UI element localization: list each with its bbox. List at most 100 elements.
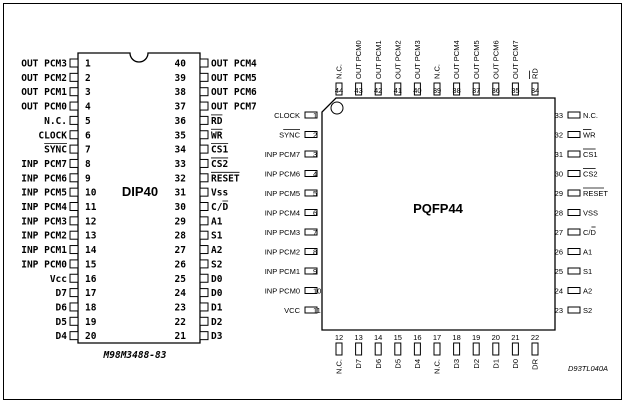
- dip40-pin-36-name: RD: [211, 116, 223, 127]
- dip40-pin-26-name: S2: [211, 259, 222, 270]
- pqfp44-pin-19-lead: [472, 342, 480, 356]
- dip40-pin-7-name: SYNC: [44, 145, 67, 156]
- pqfp44-pin-28-lead: [567, 209, 581, 216]
- pqfp44-pin-3-name: INP PCM7: [265, 150, 300, 159]
- dip40-pin-23-number: 23: [175, 302, 187, 313]
- dip40-pin-19-number: 19: [85, 317, 97, 328]
- pqfp44-pin-8-name: INP PCM2: [265, 248, 300, 257]
- dip40-pin-4-name: OUT PCM0: [21, 102, 67, 113]
- dip40-pin-13-name: INP PCM2: [21, 231, 67, 242]
- pqfp44-pin-33-name: N.C.: [583, 111, 598, 120]
- pqfp44-pin-20-name: D1: [491, 359, 500, 369]
- dip40-pin-8-lead: [69, 158, 79, 168]
- pqfp44-pin-17-lead: [433, 342, 441, 356]
- pqfp44-pin-41-lead: [394, 82, 402, 96]
- pqfp44-pin-37-lead: [472, 82, 480, 96]
- dip40-pin-28-name: S1: [211, 231, 223, 242]
- dip40-pin-9-lead: [69, 173, 79, 183]
- pqfp44-pin-20-lead: [492, 342, 500, 356]
- dip40-pin-12-lead: [69, 216, 79, 226]
- pqfp44-pin-42-name: OUT PCM1: [374, 40, 383, 79]
- pqfp44-pin-2-number: 2: [313, 131, 317, 140]
- dip40-pin-13-number: 13: [85, 231, 97, 242]
- dip40-pin-33-name: CS2: [211, 159, 228, 170]
- dip40-pin-18-name: D6: [56, 302, 68, 313]
- pqfp44-pin-5-name: INP PCM5: [265, 189, 300, 198]
- pqfp44-body: [321, 97, 556, 331]
- dip40-pin-28-number: 28: [175, 231, 187, 242]
- pqfp44-pin-3-number: 3: [313, 150, 317, 159]
- pqfp44-pin-15-name: D5: [393, 359, 402, 369]
- dip40-pin-3-number: 3: [85, 87, 91, 98]
- pqfp44-pin-11-name: VCC: [284, 306, 300, 315]
- dip40-pin-27-lead: [199, 245, 209, 255]
- dip40-pin-21-name: D3: [211, 331, 223, 342]
- pqfp44-pin-35-lead: [511, 82, 519, 96]
- pqfp44-chip-label: PQFP44: [413, 201, 464, 216]
- dip40-pin-37-lead: [199, 101, 209, 111]
- dip40-pin-20-lead: [69, 331, 79, 341]
- dip40-pin-34-lead: [199, 144, 209, 154]
- dip40-pin-36-number: 36: [175, 116, 187, 127]
- pqfp44-pin-12-name: N.C.: [335, 359, 344, 374]
- pin1-marker-dot: [330, 101, 344, 115]
- pqfp44-pin-25-lead: [567, 267, 581, 275]
- dip40-pin-31-number: 31: [175, 188, 187, 199]
- pqfp44-pin-35-number: 35: [511, 86, 519, 95]
- dip40-pin-10-name: INP PCM5: [21, 188, 67, 199]
- pqfp44-pin-30-name: CS2: [583, 170, 598, 179]
- dip40-pin-38-number: 38: [175, 87, 187, 98]
- pqfp44-pin-18-lead: [453, 342, 461, 356]
- dip40-pin-19-lead: [69, 316, 79, 326]
- dip40-pin-9-number: 9: [85, 173, 91, 184]
- pqfp44-pin-22-name: DR: [531, 358, 540, 369]
- dip40-pin-36-lead: [199, 115, 209, 125]
- pqfp44-pin-4-number: 4: [313, 170, 317, 179]
- pqfp44-pin-5-number: 5: [313, 189, 317, 198]
- dip40-pin-12-number: 12: [85, 216, 96, 227]
- dip40-pin-12-name: INP PCM3: [21, 216, 67, 227]
- pqfp44-pin-26-number: 26: [555, 248, 563, 257]
- pqfp44-pin-11-number: 11: [313, 306, 321, 315]
- dip40-pin-5-name: N.C.: [44, 116, 67, 127]
- pqfp44-pin-15-lead: [394, 342, 402, 356]
- dip40-part-code: M98M3488-83: [103, 350, 167, 361]
- pqfp44-pin-32-lead: [567, 131, 581, 138]
- pqfp44-pin-15-number: 15: [394, 333, 402, 342]
- pqfp44-pin-17-number: 17: [433, 333, 441, 342]
- pqfp44-pin-11-lead: [304, 306, 318, 314]
- pqfp44-pin-4-lead: [304, 170, 318, 177]
- pqfp44-pin-25-number: 25: [555, 267, 563, 276]
- pqfp44-pin-21-name: D0: [511, 359, 520, 369]
- dip40-pin-23-name: D1: [211, 302, 223, 313]
- dip40-pin-22-number: 22: [175, 317, 186, 328]
- pqfp44-pin-43-number: 43: [354, 86, 362, 95]
- dip40-pin-20-number: 20: [85, 331, 97, 342]
- pqfp44-pin-24-lead: [567, 287, 581, 294]
- dip40-pin-1-name: OUT PCM3: [21, 59, 67, 70]
- pqfp44-pin-28-name: VSS: [583, 209, 598, 218]
- pqfp44-pin-40-number: 40: [413, 86, 421, 95]
- pqfp44-pin-14-lead: [374, 342, 382, 356]
- pqfp44-pin-40-name: OUT PCM3: [413, 40, 422, 79]
- dip40-pin-22-name: D2: [211, 317, 222, 328]
- dip40-pin-18-number: 18: [85, 302, 97, 313]
- pqfp44-pin-6-number: 6: [313, 209, 317, 218]
- dip40-pin-35-lead: [199, 130, 209, 140]
- dip40-pin-30-name: C/D: [211, 202, 228, 213]
- pqfp44-bottom-pins: 12N.C.13D714D615D516D417N.C.18D319D220D1…: [335, 333, 540, 374]
- pqfp44-pin-27-lead: [567, 228, 581, 236]
- pqfp44-pin-10-lead: [304, 287, 318, 294]
- dip40-pin-17-number: 17: [85, 288, 96, 299]
- pqfp44-pin-34-lead: [531, 82, 539, 96]
- dip40-pin-16-name: Vcc: [50, 274, 67, 285]
- dip40-pin-17-name: D7: [56, 288, 67, 299]
- pqfp44-pin-21-lead: [511, 342, 519, 356]
- pqfp44-pin-18-name: D3: [452, 359, 461, 369]
- pqfp44-pin-31-name: CS1: [583, 150, 598, 159]
- pqfp44-pin-34-name: RD: [531, 68, 540, 79]
- pqfp44-pin-29-lead: [567, 189, 581, 197]
- pqfp44-pin-19-name: D2: [472, 359, 481, 369]
